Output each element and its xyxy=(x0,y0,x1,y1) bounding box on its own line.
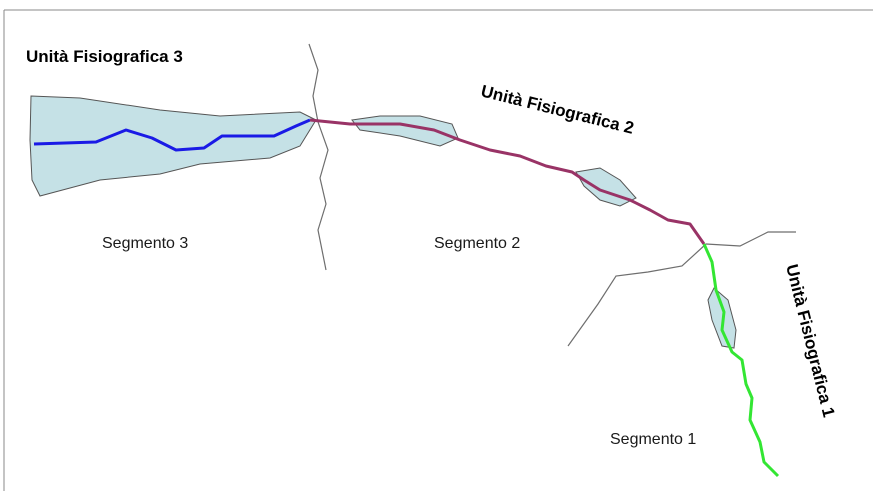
boundary-line-2-1-lower xyxy=(567,243,707,347)
label-unita-fisiografica-1: Unità Fisiografica 1 xyxy=(782,262,838,419)
river-line-segment-1 xyxy=(702,243,780,478)
label-unita-fisiografica-3: Unità Fisiografica 3 xyxy=(26,47,183,66)
label-unita-fisiografica-2: Unità Fisiografica 2 xyxy=(479,81,636,137)
boundary-line-2-1-upper xyxy=(705,231,796,247)
label-segmento-3: Segmento 3 xyxy=(102,235,188,252)
river-line-segment-3 xyxy=(33,118,311,152)
label-segmento-1: Segmento 1 xyxy=(610,431,696,448)
label-segmento-2: Segmento 2 xyxy=(434,235,520,252)
boundary-line-3-2 xyxy=(308,43,329,271)
river-line-segment-2 xyxy=(309,118,706,245)
floodplain-segment-3 xyxy=(29,95,317,197)
floodplain-segment-2a xyxy=(351,115,459,147)
